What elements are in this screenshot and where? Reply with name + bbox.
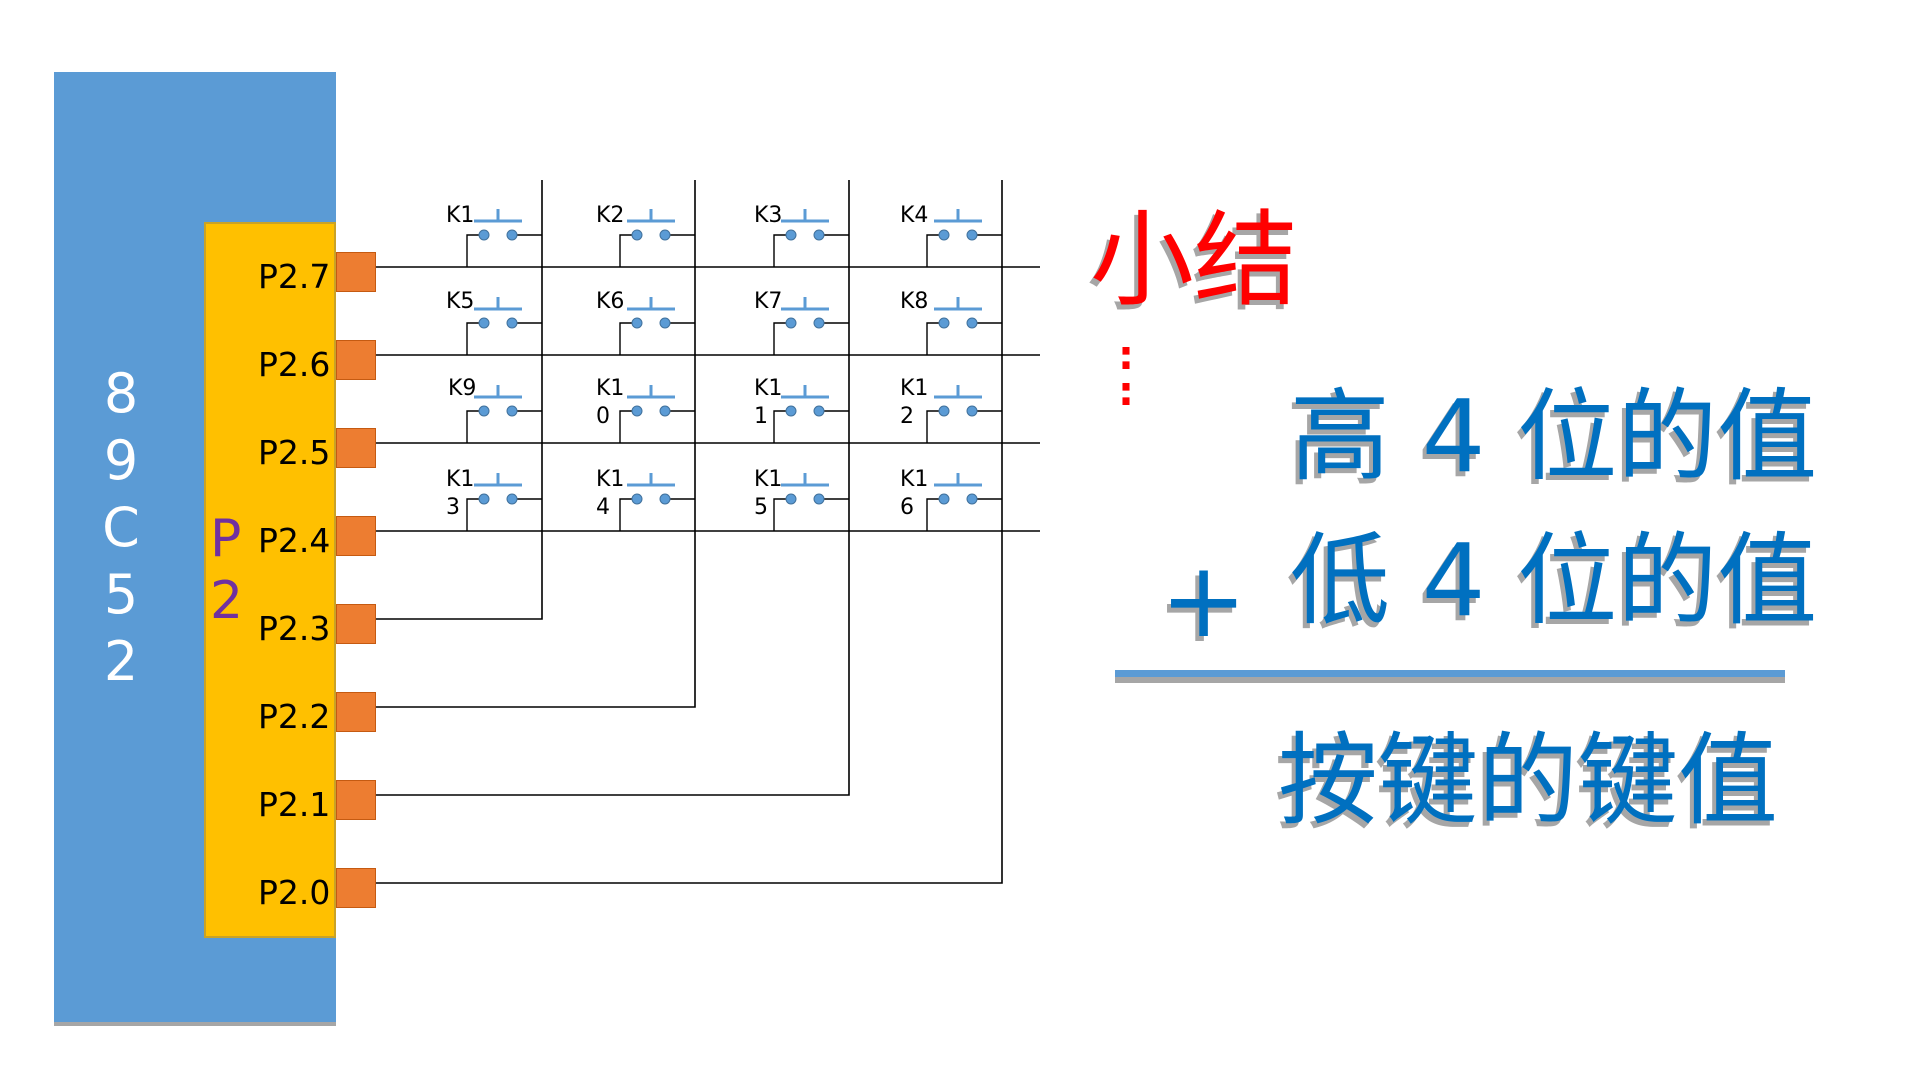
- pin-pad: [336, 692, 376, 732]
- column-wire: [376, 180, 850, 796]
- port-label: P 2: [210, 508, 243, 632]
- pin-label: P2.2: [258, 697, 331, 736]
- key-label: K2: [596, 203, 625, 228]
- key-label: K4: [900, 203, 929, 228]
- pin-label: P2.0: [258, 873, 331, 912]
- push-button-switch: [926, 473, 1002, 531]
- sum-rule: [1115, 670, 1785, 677]
- push-button-switch: [619, 297, 695, 355]
- pin-pad: [336, 604, 376, 644]
- pin-label: P2.5: [258, 433, 331, 472]
- plus-sign: +: [1160, 539, 1248, 661]
- key-label: K3: [754, 203, 783, 228]
- key-label: K8: [900, 289, 929, 314]
- column-wire: [376, 180, 1003, 884]
- push-button-switch: [926, 209, 1002, 267]
- chip-label-char: 8: [103, 362, 139, 425]
- push-button-switch: [773, 473, 849, 531]
- key-label: K1: [446, 203, 475, 228]
- chip-label-char: C: [102, 496, 140, 559]
- pin-pad: [336, 252, 376, 292]
- pin-pad: [336, 780, 376, 820]
- summary-title: 小结: [1090, 199, 1299, 321]
- push-button-switch: [619, 385, 695, 443]
- pin-pad: [336, 516, 376, 556]
- port-label-char: P: [210, 509, 242, 569]
- key-label: K6: [596, 289, 625, 314]
- push-button-switch: [466, 297, 542, 355]
- push-button-switch: [773, 297, 849, 355]
- high-nibble-text: 高 4 位的值: [1290, 378, 1818, 495]
- push-button-switch: [926, 385, 1002, 443]
- key-label: K7: [754, 289, 783, 314]
- chip-label-char: 5: [103, 563, 139, 626]
- push-button-switch: [466, 385, 542, 443]
- chip-label-char: 2: [103, 630, 139, 693]
- pin-label: P2.3: [258, 609, 331, 648]
- chip-label-char: 9: [103, 429, 139, 492]
- push-button-switch: [773, 209, 849, 267]
- key-label: K9: [448, 376, 477, 401]
- port-block: [204, 222, 336, 938]
- column-wire: [376, 180, 696, 708]
- key-label: K5: [446, 289, 475, 314]
- pin-label: P2.6: [258, 345, 331, 384]
- push-button-switch: [466, 473, 542, 531]
- pin-pad: [336, 868, 376, 908]
- column-wire: [376, 180, 543, 620]
- push-button-switch: [926, 297, 1002, 355]
- chip-label: 8 9 C 5 2: [96, 360, 146, 695]
- pin-pad: [336, 428, 376, 468]
- pin-label: P2.1: [258, 785, 331, 824]
- pin-pad: [336, 340, 376, 380]
- port-label-char: 2: [210, 571, 244, 631]
- key-value-text: 按键的键值: [1278, 722, 1778, 839]
- pin-label: P2.7: [258, 257, 331, 296]
- summary-colon: : :: [1118, 333, 1134, 415]
- push-button-switch: [619, 473, 695, 531]
- low-nibble-text: 低 4 位的值: [1290, 522, 1818, 639]
- push-button-switch: [619, 209, 695, 267]
- pin-label: P2.4: [258, 521, 331, 560]
- push-button-switch: [466, 209, 542, 267]
- push-button-switch: [773, 385, 849, 443]
